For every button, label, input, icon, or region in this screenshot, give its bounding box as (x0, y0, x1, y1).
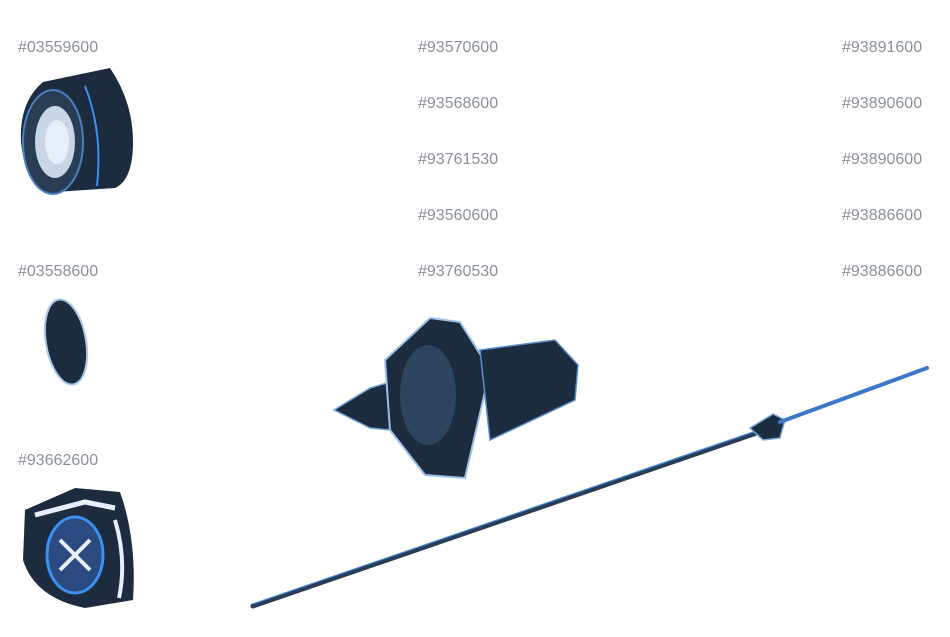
air-cap-icon (23, 488, 134, 608)
part-code: #93886600 (842, 263, 923, 280)
part-code: #93890600 (842, 95, 923, 112)
nozzle-ring-icon (20, 68, 133, 195)
part-code: #93886600 (842, 207, 923, 224)
part-code: #03558600 (18, 263, 99, 280)
needle-icon (250, 366, 929, 609)
part-code: #93662600 (18, 452, 99, 469)
part-code: #93890600 (842, 151, 923, 168)
fluid-nozzle-icon (332, 316, 579, 480)
part-code: #93761530 (418, 151, 499, 168)
part-code: #93568600 (418, 95, 499, 112)
seal-disc-icon (43, 298, 89, 386)
part-code: #93570600 (418, 39, 499, 56)
part-code: #93891600 (842, 39, 923, 56)
part-code: #93560600 (418, 207, 499, 224)
part-code: #03559600 (18, 39, 99, 56)
part-code: #93760530 (418, 263, 499, 280)
